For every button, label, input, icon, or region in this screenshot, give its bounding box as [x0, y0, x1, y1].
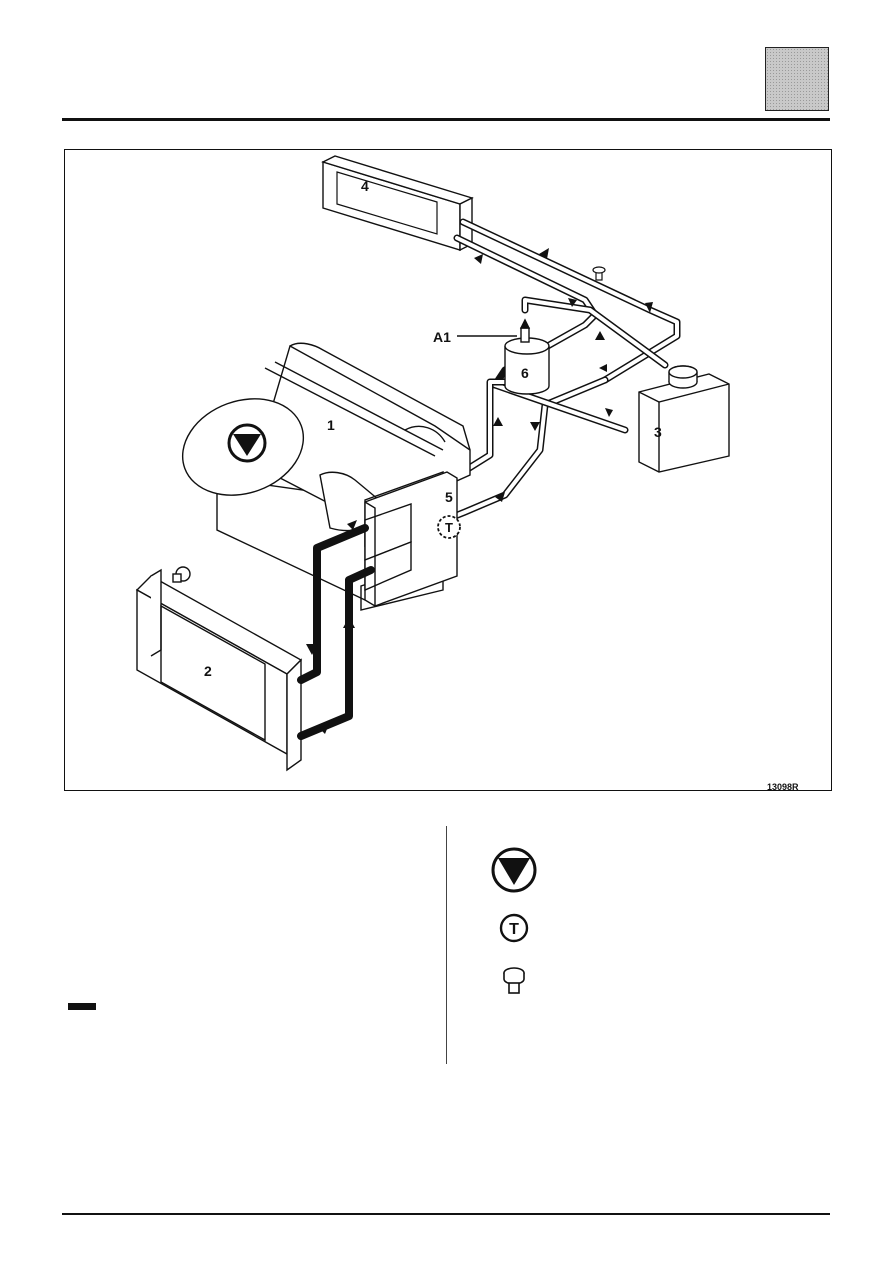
thermostat-symbol-on-housing: T [437, 515, 461, 539]
heater-matrix [321, 155, 474, 252]
label-radiator: 2 [204, 663, 212, 679]
heater-bleed-screw [592, 266, 606, 281]
section-tab [765, 47, 829, 111]
cooling-circuit-figure: 4 [64, 149, 832, 791]
flow-arrows-radiator [306, 520, 357, 734]
legend-hose-line [68, 1003, 96, 1010]
footer-rule [62, 1213, 830, 1215]
legend-bleed-screw-icon [503, 967, 525, 994]
label-bleed-screw: A1 [433, 329, 451, 345]
label-heater-matrix: 4 [361, 178, 369, 194]
legend-divider [446, 826, 447, 1064]
thermostat-housing [360, 471, 458, 611]
figure-reference: 13098R [767, 782, 799, 790]
svg-text:T: T [509, 921, 519, 938]
legend-pump-icon [491, 847, 537, 893]
legend-thermostat-icon: T [499, 913, 529, 943]
label-degassing-chamber: 6 [521, 365, 529, 381]
header-rule [62, 118, 830, 121]
flow-arrows-heater [474, 248, 653, 502]
heater-hoses [431, 218, 681, 524]
label-thermostat-housing: 5 [445, 489, 453, 505]
pump-symbol-on-engine [227, 423, 267, 463]
label-engine: 1 [327, 417, 335, 433]
degassing-chamber [504, 318, 550, 395]
expansion-bottle [638, 365, 730, 473]
radiator [135, 566, 303, 772]
cooling-circuit-diagram: 4 [135, 155, 799, 790]
label-expansion-bottle: 3 [654, 424, 662, 440]
svg-text:T: T [445, 520, 453, 535]
